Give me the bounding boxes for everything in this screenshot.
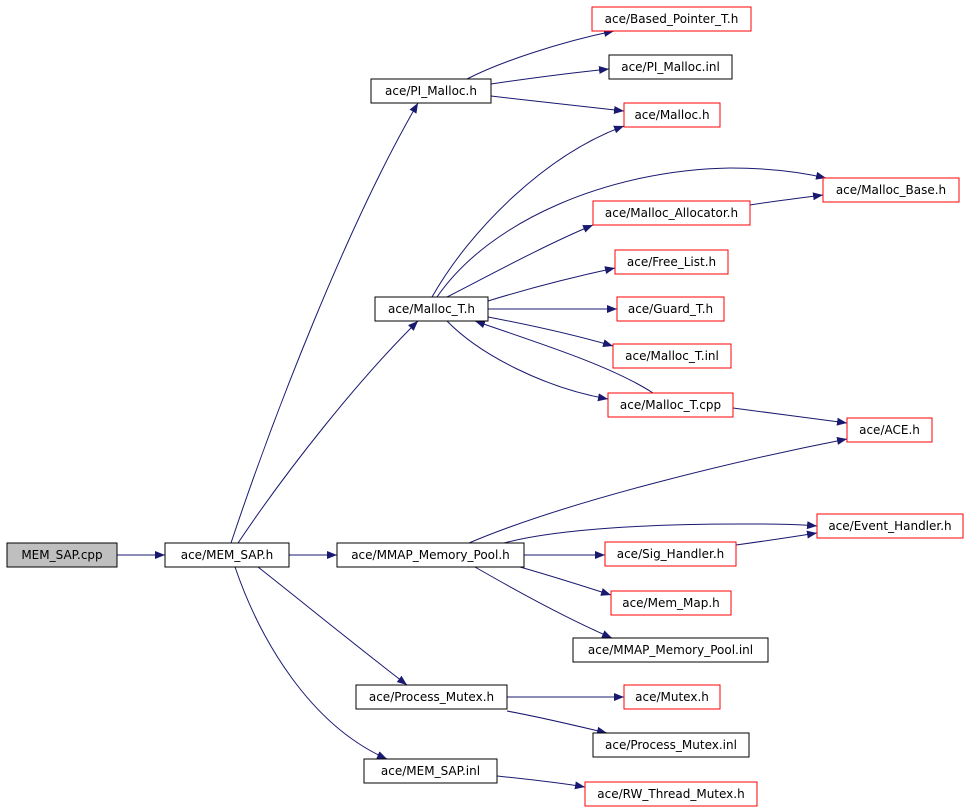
edges-layer <box>117 29 848 790</box>
node-label: ace/PI_Malloc.h <box>385 84 477 98</box>
node-label: ace/Process_Mutex.h <box>369 690 494 704</box>
node-box <box>608 54 733 80</box>
node-free-list-h[interactable]: ace/Free_List.h <box>614 249 729 275</box>
node-label: ace/MEM_SAP.inl <box>381 764 480 778</box>
node-box <box>623 684 721 710</box>
edge-malloc-t-cpp-to-malloc-t-h <box>474 320 654 394</box>
node-box <box>336 542 525 568</box>
node-label: ace/Mem_Map.h <box>622 596 720 610</box>
edge-malloc-t-h-to-free-list-h <box>487 266 616 302</box>
edge-malloc-t-h-to-malloc-allocator-h <box>446 224 594 298</box>
node-label: ace/MMAP_Memory_Pool.inl <box>588 643 753 657</box>
edge-mmap-memory-pool-h-to-mem-map-h <box>519 566 612 596</box>
node-mem-map-h[interactable]: ace/Mem_Map.h <box>610 590 732 616</box>
node-label: ace/Malloc_T.cpp <box>620 398 721 412</box>
node-sig-handler-h[interactable]: ace/Sig_Handler.h <box>604 541 737 567</box>
node-box <box>623 102 721 128</box>
edge-malloc-t-cpp-to-ace-h <box>732 407 848 426</box>
node-label: ace/ACE.h <box>859 423 920 437</box>
node-box <box>612 343 732 369</box>
node-label: ace/Free_List.h <box>627 255 716 269</box>
edge-malloc-t-h-to-malloc-t-inl <box>487 316 614 348</box>
node-box <box>591 6 752 32</box>
node-event-handler-h[interactable]: ace/Event_Handler.h <box>816 513 964 539</box>
node-label: ace/Sig_Handler.h <box>617 547 725 561</box>
node-label: ace/Process_Mutex.inl <box>605 738 737 752</box>
node-box <box>374 296 489 322</box>
node-mutex-h[interactable]: ace/Mutex.h <box>623 684 721 710</box>
node-malloc-h[interactable]: ace/Malloc.h <box>623 102 721 128</box>
edge-mmap-memory-pool-h-to-mmap-memory-pool-inl <box>474 566 613 639</box>
node-malloc-t-inl[interactable]: ace/Malloc_T.inl <box>612 343 732 369</box>
edge-mem-sap-inl-to-rw-thread-mutex-h <box>496 775 586 790</box>
edge-malloc-t-h-to-malloc-t-cpp <box>446 320 609 402</box>
node-label: MEM_SAP.cpp <box>21 548 102 562</box>
edge-sig-handler-h-to-event-handler-h <box>735 530 818 546</box>
edge-mem-sap-h-to-mem-sap-inl <box>234 566 388 760</box>
node-rw-thread-mutex-h[interactable]: ace/RW_Thread_Mutex.h <box>584 781 758 807</box>
node-malloc-allocator-h[interactable]: ace/Malloc_Allocator.h <box>592 200 751 226</box>
node-based-pointer-t-h[interactable]: ace/Based_Pointer_T.h <box>591 6 752 32</box>
node-label: ace/Malloc.h <box>634 108 709 122</box>
node-pi-malloc-inl[interactable]: ace/PI_Malloc.inl <box>608 54 733 80</box>
edge-mmap-memory-pool-h-to-ace-h <box>468 437 848 544</box>
node-mmap-memory-pool-h[interactable]: ace/MMAP_Memory_Pool.h <box>336 542 525 568</box>
edge-pi-malloc-h-to-pi-malloc-inl <box>490 66 610 85</box>
node-box <box>846 417 933 443</box>
node-box <box>610 590 732 616</box>
node-label: ace/Malloc_Allocator.h <box>605 206 738 220</box>
node-malloc-t-cpp[interactable]: ace/Malloc_T.cpp <box>607 392 734 418</box>
edge-mem-sap-h-to-pi-malloc-h <box>230 102 419 544</box>
node-box <box>592 200 751 226</box>
node-pi-malloc-h[interactable]: ace/PI_Malloc.h <box>370 78 492 104</box>
node-box <box>616 296 725 322</box>
edge-mem-sap-h-to-malloc-t-h <box>237 320 419 544</box>
edge-mem-sap-h-to-process-mutex-h <box>257 566 408 686</box>
edge-pi-malloc-h-to-based-pointer-t-h <box>466 29 615 80</box>
node-label: ace/Event_Handler.h <box>828 519 951 533</box>
edge-malloc-t-h-to-malloc-h <box>431 125 625 298</box>
node-mem-sap-h[interactable]: ace/MEM_SAP.h <box>164 542 290 568</box>
node-process-mutex-h[interactable]: ace/Process_Mutex.h <box>355 684 508 710</box>
node-box <box>614 249 729 275</box>
node-label: ace/Guard_T.h <box>628 302 713 316</box>
node-box <box>164 542 290 568</box>
node-box <box>607 392 734 418</box>
node-box <box>6 542 118 568</box>
node-mmap-memory-pool-inl[interactable]: ace/MMAP_Memory_Pool.inl <box>572 637 769 663</box>
node-malloc-base-h[interactable]: ace/Malloc_Base.h <box>822 177 960 203</box>
node-mem-sap-inl[interactable]: ace/MEM_SAP.inl <box>363 758 498 784</box>
node-label: ace/Mutex.h <box>635 690 709 704</box>
node-label: ace/MEM_SAP.h <box>181 548 274 562</box>
node-box <box>572 637 769 663</box>
node-guard-t-h[interactable]: ace/Guard_T.h <box>616 296 725 322</box>
node-box <box>592 732 750 758</box>
node-box <box>370 78 492 104</box>
node-ace-h[interactable]: ace/ACE.h <box>846 417 933 443</box>
node-label: ace/RW_Thread_Mutex.h <box>597 787 744 801</box>
node-label: ace/Malloc_T.h <box>388 302 475 316</box>
node-process-mutex-inl[interactable]: ace/Process_Mutex.inl <box>592 732 750 758</box>
node-label: ace/MMAP_Memory_Pool.h <box>351 548 510 562</box>
edge-pi-malloc-h-to-malloc-h <box>490 95 625 114</box>
node-mem-sap-cpp: MEM_SAP.cpp <box>6 542 118 568</box>
edge-malloc-t-h-to-malloc-base-h <box>436 167 827 298</box>
node-malloc-t-h[interactable]: ace/Malloc_T.h <box>374 296 489 322</box>
node-box <box>604 541 737 567</box>
node-box <box>816 513 964 539</box>
node-box <box>363 758 498 784</box>
node-box <box>822 177 960 203</box>
node-box <box>584 781 758 807</box>
node-box <box>355 684 508 710</box>
edge-malloc-allocator-h-to-malloc-base-h <box>749 192 824 206</box>
node-label: ace/Malloc_T.inl <box>625 349 719 363</box>
node-label: ace/Based_Pointer_T.h <box>605 12 739 26</box>
edge-process-mutex-h-to-process-mutex-inl <box>506 710 608 735</box>
edge-mmap-memory-pool-h-to-event-handler-h <box>503 521 818 544</box>
node-label: ace/Malloc_Base.h <box>836 183 946 197</box>
node-label: ace/PI_Malloc.inl <box>621 60 720 74</box>
